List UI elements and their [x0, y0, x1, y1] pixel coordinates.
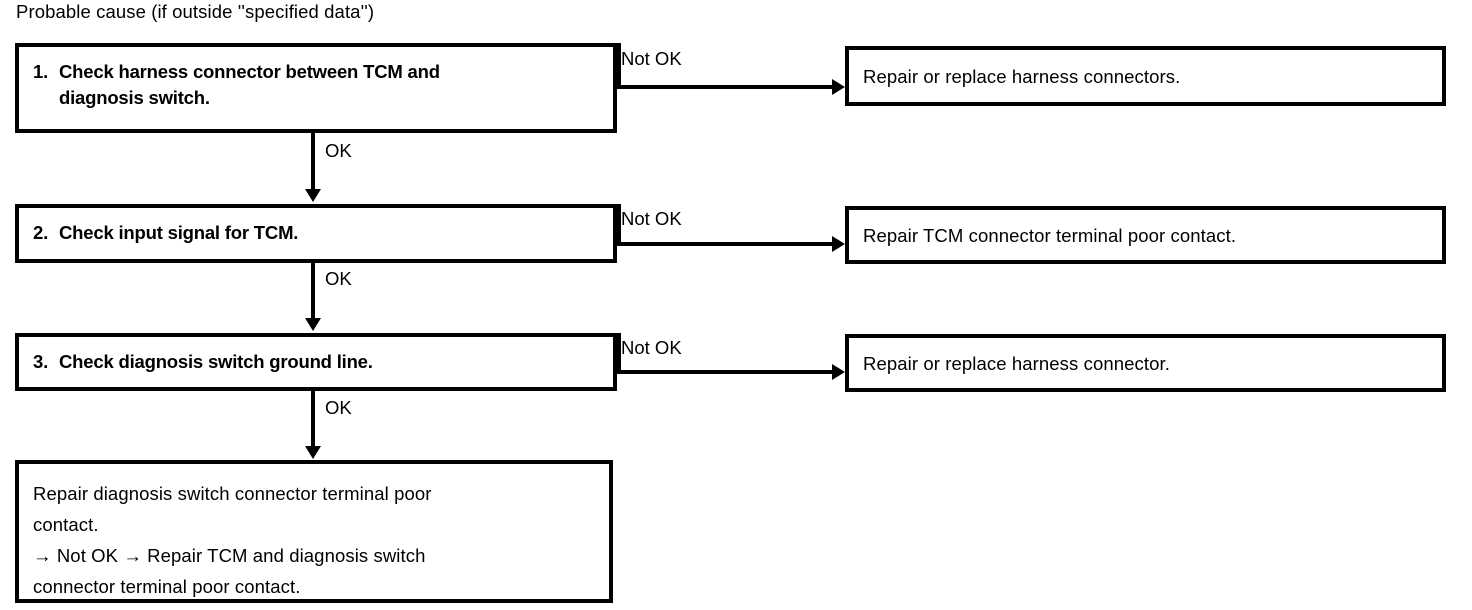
final-text-line-4: connector terminal poor contact.: [33, 576, 301, 597]
step-1-not-ok-arrowhead: [832, 79, 845, 95]
step-3-not-ok-riser: [617, 333, 621, 374]
step-3-not-ok-label: Not OK: [621, 337, 682, 358]
step-3-not-ok-line: [617, 370, 832, 374]
final-text-line-3: → Not OK → Repair TCM and diagnosis swit…: [33, 545, 426, 566]
step-3-ok-label: OK: [325, 397, 352, 418]
step-1-ok-label: OK: [325, 140, 352, 161]
step-2-not-ok-label: Not OK: [621, 208, 682, 229]
result-box-3[interactable]: Repair or replace harness connector.: [845, 334, 1446, 392]
step-2-not-ok-arrowhead: [832, 236, 845, 252]
result-3-text: Repair or replace harness connector.: [863, 353, 1170, 374]
step-1-text-1: Check harness connector between TCM and: [59, 61, 440, 82]
step-3-line-1: 3. Check diagnosis switch ground line.: [33, 349, 605, 375]
result-box-1[interactable]: Repair or replace harness connectors.: [845, 46, 1446, 106]
step-1-not-ok-label: Not OK: [621, 48, 682, 69]
step-1-ok-line: [311, 133, 315, 191]
final-text-line-1: Repair diagnosis switch connector termin…: [33, 483, 432, 504]
result-1-text: Repair or replace harness connectors.: [863, 66, 1181, 87]
step-1-ok-arrowhead: [305, 189, 321, 202]
step-3-text-1: Check diagnosis switch ground line.: [59, 351, 373, 372]
step-1-text-2: diagnosis switch.: [59, 87, 210, 108]
step-box-1[interactable]: 1. Check harness connector between TCM an…: [15, 43, 617, 133]
step-1-not-ok-line: [617, 85, 832, 89]
result-2-text: Repair TCM connector terminal poor conta…: [863, 225, 1237, 246]
final-result-box[interactable]: Repair diagnosis switch connector termin…: [15, 460, 613, 603]
result-box-2[interactable]: Repair TCM connector terminal poor conta…: [845, 206, 1446, 264]
step-3-number: 3.: [33, 351, 49, 372]
step-2-ok-arrowhead: [305, 318, 321, 331]
step-3-ok-arrowhead: [305, 446, 321, 459]
step-3-not-ok-arrowhead: [832, 364, 845, 380]
step-2-number: 2.: [33, 222, 49, 243]
step-3-ok-line: [311, 391, 315, 448]
step-2-ok-label: OK: [325, 268, 352, 289]
step-1-line-1: 1. Check harness connector between TCM an…: [33, 59, 605, 85]
step-2-line-1: 2. Check input signal for TCM.: [33, 220, 605, 246]
step-2-not-ok-line: [617, 242, 832, 246]
step-box-2[interactable]: 2. Check input signal for TCM.: [15, 204, 617, 263]
step-1-not-ok-riser: [617, 43, 621, 89]
page-title: Probable cause (if outside ''specified d…: [16, 1, 375, 22]
step-2-not-ok-riser: [617, 204, 621, 246]
step-1-number: 1.: [33, 61, 49, 82]
step-box-3[interactable]: 3. Check diagnosis switch ground line.: [15, 333, 617, 391]
final-text-line-2: contact.: [33, 514, 99, 535]
step-2-text-1: Check input signal for TCM.: [59, 222, 299, 243]
step-2-ok-line: [311, 263, 315, 320]
